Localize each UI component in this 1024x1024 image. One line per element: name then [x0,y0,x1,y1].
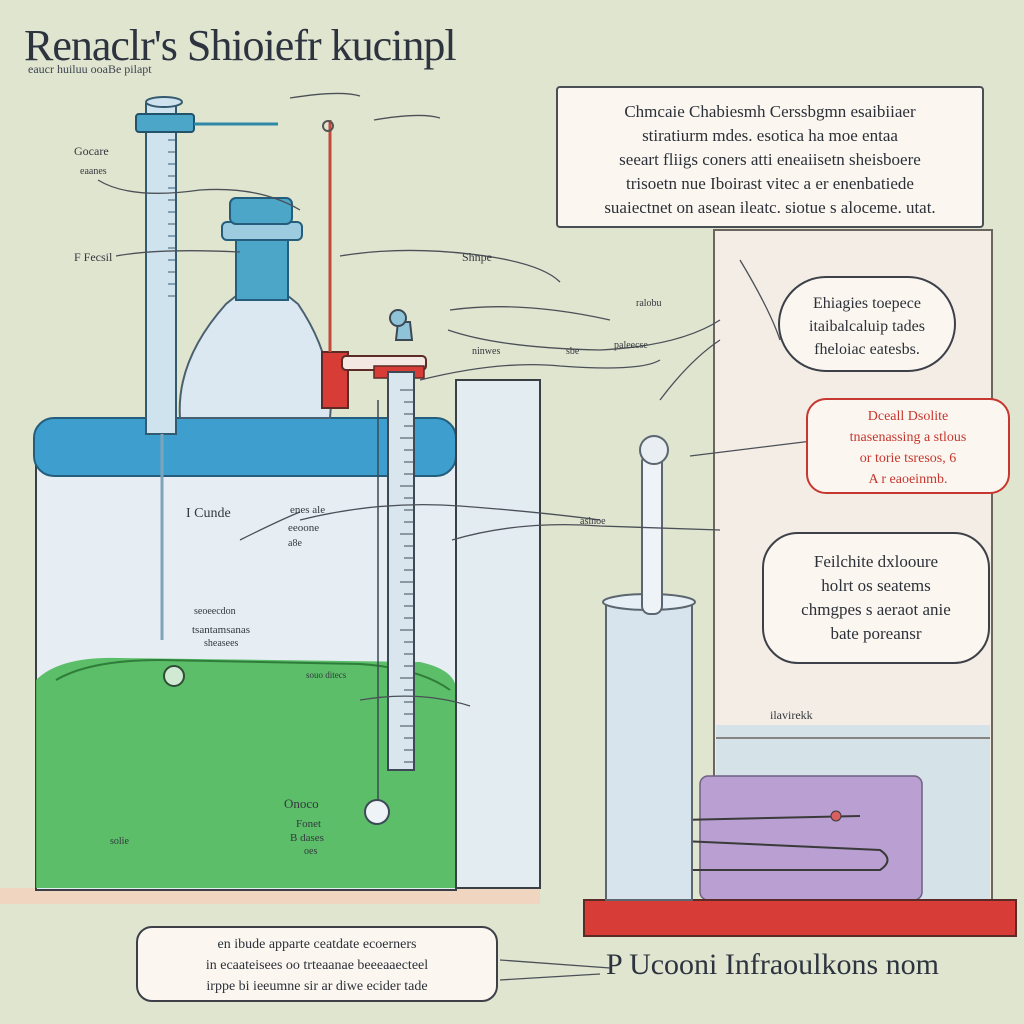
label-fecsil: F Fecsil [74,250,113,264]
callout-line: itaibalcaluip tades [809,318,925,335]
red-base-plate [583,899,1017,937]
mid-label: ninwes [472,346,501,357]
rounded-callout: Feilchite dxlooure holrt os seatems chmg… [762,532,990,664]
description-line: trisoetn nue Iboirast vitec a er enenbat… [626,174,914,193]
callout-line: irppe bi ieeumne sir ar diwe ecider tade [206,979,428,994]
burette-graduations [168,139,176,297]
callout-line: en ibude apparte ceatdate ecoerners [217,937,417,952]
callout-line: tnasenassing a stlous [849,430,967,445]
leader-lines [97,92,821,981]
callout-line: holrt os seatems [821,576,931,595]
description-box: Chmcaie Chabiesmh Cerssbgmn esaibiiaer s… [556,86,984,228]
beaker-label: tsantamsanas [192,624,251,636]
cylinder-rod [641,453,663,615]
liquid-label: B dases [290,832,324,844]
description-line: suaiectnet on asean ileatc. siotue s alo… [604,198,936,217]
callout-line: Ehiagies toepece [813,295,921,312]
callout-line: Dceall Dsolite [867,409,949,424]
graduated-cylinder [605,599,693,901]
mid-label: sbe [566,346,580,357]
burette [145,103,177,435]
side-chamber [455,379,541,889]
callout-line: fheloiac eatesbs. [814,341,920,358]
beaker-label: eeoone [288,522,320,534]
beaker-label: I Cunde [186,506,231,521]
thermometer [387,371,415,771]
beaker-label: a8e [288,538,302,549]
diagram-title: Renaclr's Shioiefr kucinpl [24,21,457,70]
callout-line: bate poreansr [830,624,922,643]
oval-callout: Ehiagies toepece itaibalcaluip tades fhe… [778,276,956,372]
warning-callout: Dceall Dsolite tnasenassing a stlous or … [806,398,1010,494]
diagram-subtitle: eaucr huiluu ooaBe pilapt [28,62,152,76]
right-stand-label: ilavirekk [770,708,813,722]
callout-line: chmgpes s aeraot anie [801,600,951,619]
liquid-label: Onoco [284,796,319,811]
flask [178,295,332,419]
callout-line: in ecaateisees oo trteaanae beeeaaecteel [205,958,429,973]
label-gocare: Gocare [74,144,109,158]
mid-label: ralobu [636,298,662,309]
bottom-caption: P Ucooni Infraoulkons nom [606,948,940,981]
bench [0,888,540,904]
callout-line: A r eaoeinmb. [868,472,948,487]
label-eaanes: eaanes [80,166,107,177]
mid-label: aslnoe [580,516,606,527]
mid-label: paleecse [614,340,648,351]
liquid-label: oes [304,846,318,857]
purple-block [699,775,923,901]
callout-line: or torie tsresos, 6 [859,451,957,466]
flask-neck [235,235,289,301]
liquid-label: solie [110,836,129,847]
bottom-callout: en ibude apparte ceatdate ecoerners in e… [136,926,498,1002]
description-line: seeart fliigs coners atti eneaiisetn she… [619,150,921,169]
flask-stopper [229,197,293,225]
mid-label: Shnpe [462,250,492,264]
thermometer-scale [400,389,414,763]
liquid-label: Fonet [296,818,322,830]
callout-line: Feilchite dxlooure [813,552,939,571]
description-line: Chmcaie Chabiesmh Cerssbgmn esaibiiaer [624,102,916,121]
beaker-label: sheasees [204,638,239,649]
description-line: stiratiurm mdes. esotica ha moe entaa [642,126,898,145]
green-liquid [36,657,456,888]
beaker-label: enes ale [290,504,326,516]
surface-label: souo ditecs [306,670,347,680]
beaker-label: seoeecdon [194,606,236,617]
